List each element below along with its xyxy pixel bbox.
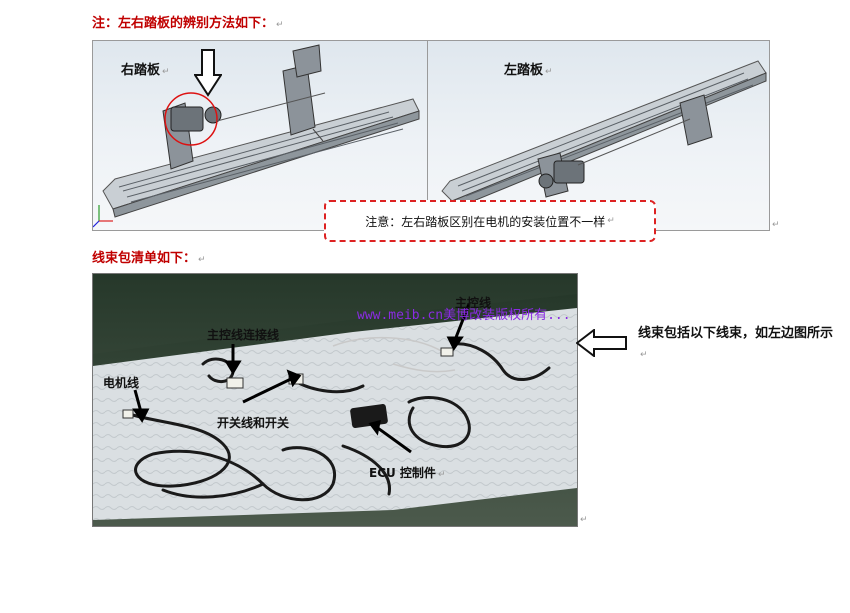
heading-identify-boards: 注：左右踏板的辨别方法如下：↵ <box>92 16 284 31</box>
paragraph-mark: ↵ <box>580 515 588 525</box>
paragraph-mark: ↵ <box>276 20 284 30</box>
right-board-panel: 右踏板↵ <box>92 40 428 231</box>
down-arrow-icon <box>194 49 222 97</box>
left-board-label: 左踏板↵ <box>504 63 553 78</box>
note-box: 注意：左右踏板区别在电机的安装位置不一样↵ <box>324 200 656 242</box>
paragraph-mark: ↵ <box>772 220 780 230</box>
right-board-illustration <box>93 44 420 228</box>
watermark: www.meib.cn美博改装版权所有... <box>357 308 571 323</box>
note-text: 注意：左右踏板区别在电机的安装位置不一样 <box>365 214 606 229</box>
harness-photo-illustration <box>93 274 577 526</box>
label-motor-wire: 电机线 <box>103 376 140 390</box>
label-main-connector-wire: 主控线连接线 <box>207 328 280 342</box>
label-main-wire: 主控线 <box>455 296 492 310</box>
label-ecu: ECU 控制件↵ <box>369 466 446 480</box>
side-note: 线束包括以下线束，如左边图所示↵ <box>638 326 834 360</box>
harness-photo: www.meib.cn美博改装版权所有... 主控线 主控线连接线 电机线 开关… <box>92 273 578 527</box>
right-board-label: 右踏板↵ <box>121 63 170 78</box>
left-arrow-icon <box>576 329 627 357</box>
heading-harness-list: 线束包清单如下：↵ <box>92 251 206 266</box>
left-board-panel: 左踏板↵ <box>427 40 770 231</box>
label-switch-wire: 开关线和开关 <box>217 416 290 430</box>
